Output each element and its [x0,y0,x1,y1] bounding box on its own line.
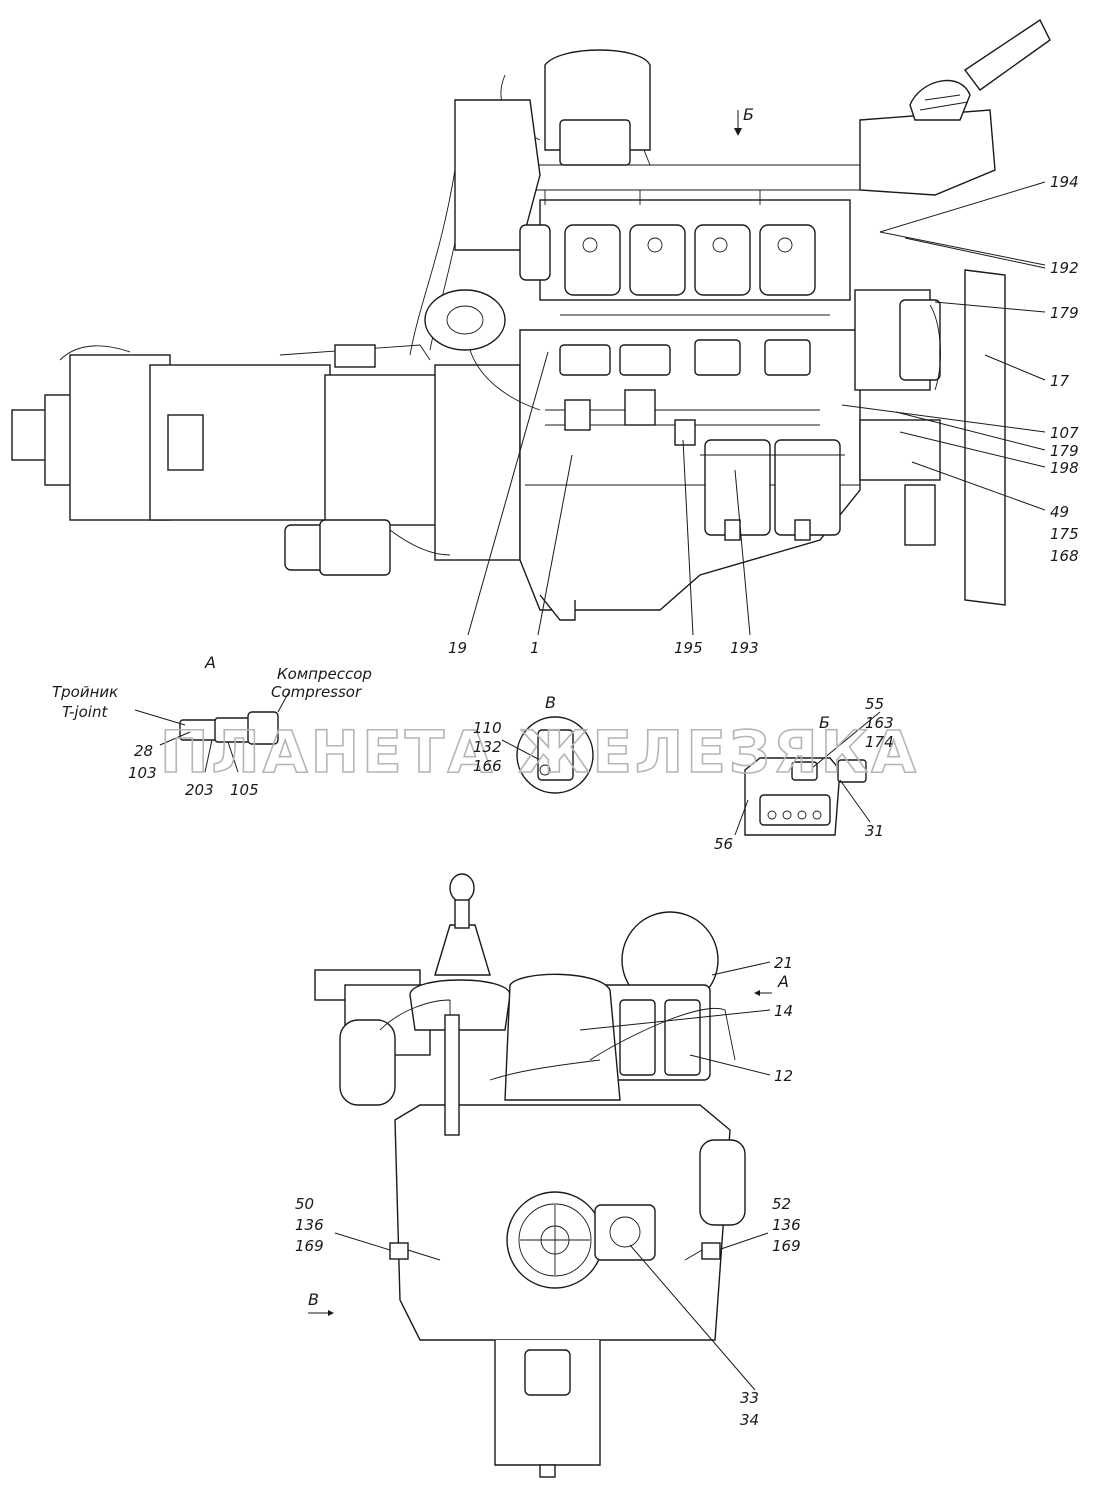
callout-110: 110 [473,719,502,737]
callout-193: 193 [730,639,759,657]
callout-21: 21 [774,954,793,972]
callout-34: 34 [740,1411,759,1429]
view-label-b-inset: Б [819,713,830,732]
callout-174: 174 [865,733,894,751]
view-label-b-top: Б [743,105,754,124]
view-label-a-inset: А [204,653,216,672]
callout-14: 14 [774,1002,793,1020]
callout-12: 12 [774,1067,793,1085]
tee-label-en: T-joint [62,703,108,721]
compressor-label-en: Compressor [271,683,362,701]
callout-1: 1 [530,639,540,657]
callout-195: 195 [674,639,703,657]
callout-203: 203 [185,781,214,799]
callout-175: 175 [1050,525,1079,543]
callout-52: 52 [772,1195,791,1213]
callout-49: 49 [1050,503,1069,521]
callout-132: 132 [473,738,502,756]
view-labels: Б А В Б А В [204,105,830,1316]
side-view-leader-lines [467,181,1046,636]
callout-194: 194 [1050,173,1079,191]
view-label-v-front: В [308,1290,319,1309]
part-callouts: 194 192 179 17 107 179 198 49 175 168 19… [128,173,1079,1429]
callout-56: 56 [714,835,733,853]
callout-169-right: 169 [772,1237,801,1255]
inset-v-detail [501,716,594,794]
callout-28: 28 [134,742,153,760]
callout-19: 19 [448,639,467,657]
callout-17: 17 [1050,372,1070,390]
callout-163: 163 [865,714,894,732]
callout-136-right: 136 [772,1216,801,1234]
callout-31: 31 [865,822,884,840]
callout-166: 166 [473,757,502,775]
callout-55: 55 [865,695,884,713]
engine-front-view [314,873,746,1478]
callout-107: 107 [1050,424,1079,442]
callout-168: 168 [1050,547,1079,565]
callout-50: 50 [295,1195,314,1213]
inset-b-detail [734,711,881,836]
callout-105: 105 [230,781,259,799]
view-label-v-inset: В [545,693,556,712]
tee-label-ru: Тройник [52,683,118,701]
callout-103: 103 [128,764,157,782]
inset-a-detail [134,689,291,773]
callout-179-lower: 179 [1050,442,1079,460]
engine-side-view [11,18,1051,621]
front-view-leader-lines [334,961,771,1391]
callout-179-upper: 179 [1050,304,1079,322]
inset-notes: Тройник T-joint Компрессор Compressor [52,665,372,721]
callout-169-left: 169 [295,1237,324,1255]
callout-198: 198 [1050,459,1079,477]
callout-136-left: 136 [295,1216,324,1234]
compressor-label-ru: Компрессор [277,665,372,683]
callout-33: 33 [740,1389,759,1407]
callout-192: 192 [1050,259,1079,277]
watermark-text: ПЛАНЕТА ЖЕЛЕЗЯКА [160,718,919,786]
view-label-a-front: А [777,972,789,991]
